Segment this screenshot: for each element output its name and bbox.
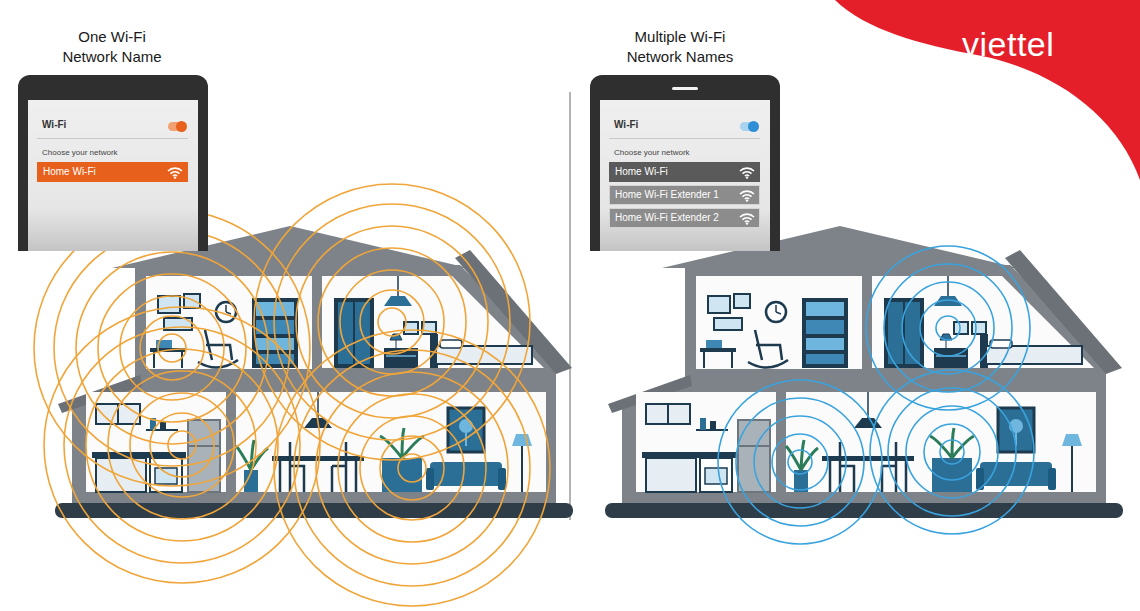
- wifi-arc: [740, 191, 754, 194]
- wifi-dot: [746, 222, 748, 224]
- network-name: Home Wi-Fi Extender 2: [615, 209, 719, 227]
- wifi-arc: [743, 218, 752, 220]
- wifi-ripple: [34, 210, 310, 486]
- brand-logo: viettel: [962, 24, 1054, 64]
- wifi-icon: [739, 166, 755, 179]
- wifi-icon: [739, 212, 755, 225]
- wifi-dot: [746, 199, 748, 201]
- wifi-icon: [739, 189, 755, 202]
- separator-line: [37, 138, 188, 139]
- phone-screen: Wi-FiChoose your networkHome Wi-FiHome W…: [590, 75, 780, 251]
- network-item: Home Wi-Fi Extender 1: [609, 185, 760, 205]
- house-right: [605, 226, 1123, 518]
- panel-heading: One Wi-Fi Network Name: [53, 27, 171, 67]
- wifi-ripple: [718, 380, 882, 544]
- settings-hint: Choose your network: [42, 148, 118, 158]
- house-left: [55, 226, 573, 518]
- wifi-ripple: [870, 370, 1034, 534]
- wifi-arc: [740, 168, 754, 171]
- brand-banner: [835, 0, 1140, 180]
- wifi-ripple: [274, 330, 550, 606]
- wifi-dot: [174, 176, 176, 178]
- wifi-icon: [167, 166, 183, 179]
- toggle-switch: [740, 122, 757, 131]
- toggle-knob: [748, 121, 759, 132]
- settings-hint: Choose your network: [614, 148, 690, 158]
- network-item: Home Wi-Fi: [37, 162, 188, 182]
- phone-speaker: [672, 87, 698, 90]
- wifi-arc: [168, 168, 182, 171]
- network-item: Home Wi-Fi: [609, 162, 760, 182]
- network-name: Home Wi-Fi: [615, 163, 668, 181]
- network-name: Home Wi-Fi Extender 1: [615, 186, 719, 204]
- wifi-ripple: [866, 246, 1030, 410]
- wifi-ripple: [254, 184, 530, 460]
- separator-line: [609, 138, 760, 139]
- network-name: Home Wi-Fi: [43, 163, 96, 181]
- panel-heading: Multiple Wi-Fi Network Names: [621, 27, 739, 67]
- divider-line: [569, 92, 571, 520]
- wifi-arc: [171, 172, 180, 174]
- wifi-dot: [746, 176, 748, 178]
- phone-screen: Wi-FiChoose your networkHome Wi-Fi: [18, 75, 208, 251]
- settings-title: Wi-Fi: [42, 119, 66, 131]
- wifi-arc: [740, 214, 754, 217]
- wifi-arc: [743, 172, 752, 174]
- wifi-ripple: [44, 307, 320, 583]
- toggle-switch: [168, 122, 185, 131]
- settings-title: Wi-Fi: [614, 119, 638, 131]
- wifi-arc: [743, 195, 752, 197]
- toggle-knob: [176, 121, 187, 132]
- network-item: Home Wi-Fi Extender 2: [609, 208, 760, 228]
